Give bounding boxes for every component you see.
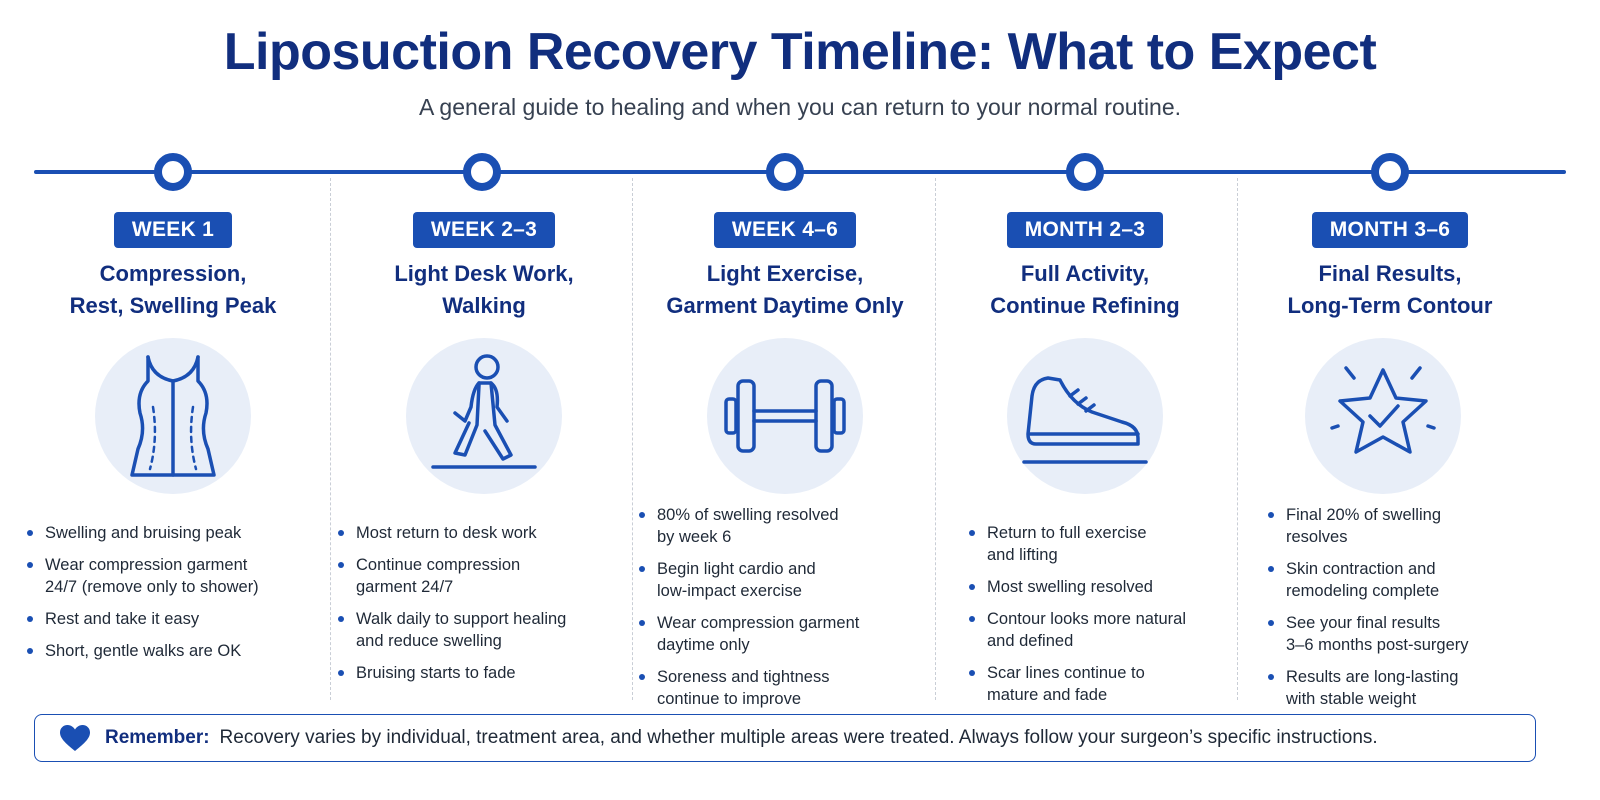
stage-title: Compression, Rest, Swelling Peak <box>69 261 277 318</box>
timeline-node-2 <box>463 153 501 191</box>
column-divider <box>632 178 633 700</box>
stage-title: Light Exercise, Garment Daytime Only <box>666 261 904 318</box>
stage-badge: MONTH 3–6 <box>1311 212 1469 248</box>
stage-week-1: WEEK 1 Compression, Rest, Swelling Peak … <box>23 212 323 702</box>
stage-month-3-6: MONTH 3–6 Final Results, Long-Term Conto… <box>1240 212 1540 708</box>
list-item: Scar lines continue to mature and fade <box>965 662 1235 706</box>
list-item: Most swelling resolved <box>965 576 1235 598</box>
page-subtitle: A general guide to healing and when you … <box>418 94 1182 120</box>
list-item: Wear compression garment daytime only <box>635 612 935 656</box>
stage-bullets: Final 20% of swelling resolves Skin cont… <box>1264 504 1540 710</box>
stage-week-4-6: WEEK 4–6 Light Exercise, Garment Daytime… <box>635 212 935 708</box>
column-divider <box>330 178 331 700</box>
list-item: Return to full exercise and lifting <box>965 522 1235 566</box>
stage-bullets: Swelling and bruising peak Wear compress… <box>23 522 323 662</box>
stage-badge: WEEK 2–3 <box>412 212 556 248</box>
timeline-node-1 <box>154 153 192 191</box>
stage-bullets: Return to full exercise and lifting Most… <box>965 522 1235 706</box>
compression-garment-icon <box>95 338 251 494</box>
timeline-node-5 <box>1371 153 1409 191</box>
reminder-label: Remember: <box>105 727 210 748</box>
list-item: Skin contraction and remodeling complete <box>1264 558 1540 602</box>
list-item: Contour looks more natural and defined <box>965 608 1235 652</box>
timeline-node-4 <box>1066 153 1104 191</box>
list-item: Rest and take it easy <box>23 608 323 630</box>
walking-person-icon <box>406 338 562 494</box>
reminder-text: Recovery varies by individual, treatment… <box>219 727 1378 748</box>
stage-bullets: Most return to desk work Continue compre… <box>334 522 634 684</box>
stage-badge: WEEK 4–6 <box>713 212 857 248</box>
column-divider <box>935 178 936 700</box>
stage-badge: MONTH 2–3 <box>1006 212 1164 248</box>
list-item: Short, gentle walks are OK <box>23 640 323 662</box>
list-item: Bruising starts to fade <box>334 662 634 684</box>
stage-title: Full Activity, Continue Refining <box>990 261 1180 318</box>
list-item: Continue compression garment 24/7 <box>334 554 634 598</box>
list-item: See your final results 3–6 months post-s… <box>1264 612 1540 656</box>
list-item: Final 20% of swelling resolves <box>1264 504 1540 548</box>
stage-title: Light Desk Work, Walking <box>394 261 574 318</box>
list-item: Walk daily to support healing and reduce… <box>334 608 634 652</box>
list-item: 80% of swelling resolved by week 6 <box>635 504 935 548</box>
list-item: Wear compression garment 24/7 (remove on… <box>23 554 323 598</box>
stage-bullets: 80% of swelling resolved by week 6 Begin… <box>635 504 935 710</box>
dumbbell-icon <box>707 338 863 494</box>
stage-month-2-3: MONTH 2–3 Full Activity, Continue Refini… <box>935 212 1235 704</box>
sneaker-icon <box>1007 338 1163 494</box>
column-divider <box>1237 178 1238 700</box>
timeline-node-3 <box>766 153 804 191</box>
page-title: Liposuction Recovery Timeline: What to E… <box>223 23 1377 81</box>
list-item: Most return to desk work <box>334 522 634 544</box>
list-item: Swelling and bruising peak <box>23 522 323 544</box>
stage-week-2-3: WEEK 2–3 Light Desk Work, Walking Most r… <box>334 212 634 702</box>
stage-title: Final Results, Long-Term Contour <box>1287 261 1493 318</box>
list-item: Soreness and tightness continue to impro… <box>635 666 935 710</box>
star-check-icon <box>1305 338 1461 494</box>
stage-badge: WEEK 1 <box>113 212 233 248</box>
heart-icon <box>60 725 90 751</box>
list-item: Begin light cardio and low-impact exerci… <box>635 558 935 602</box>
reminder-note: Remember: Recovery varies by individual,… <box>34 714 1536 762</box>
list-item: Results are long-lasting with stable wei… <box>1264 666 1540 710</box>
